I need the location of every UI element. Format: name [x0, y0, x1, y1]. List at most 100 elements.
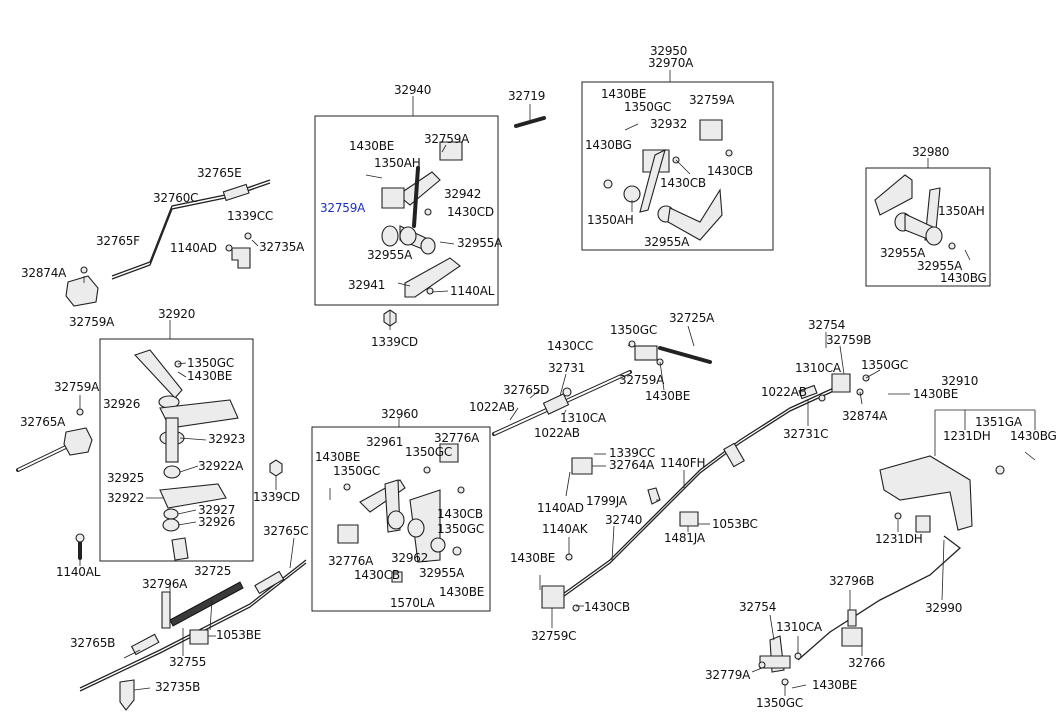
lower-fitting-assembly [758, 609, 863, 689]
label-32942: 32942 [444, 187, 482, 201]
label-32925: 32925 [107, 471, 145, 485]
label-32779A: 32779A [705, 668, 751, 682]
label-32955A-d: 32955A [880, 246, 926, 260]
label-1022AB-a: 1022AB [469, 400, 515, 414]
label-32874A-b: 32874A [842, 409, 888, 423]
label-1430BE-i: 1430BE [812, 678, 858, 692]
label-32796B: 32796B [829, 574, 875, 588]
label-32955A-b: 32955A [367, 248, 413, 262]
label-1430BE-e: 1430BE [439, 585, 485, 599]
label-1430BG-a: 1430BG [585, 138, 632, 152]
label-1430BE-f: 1430BE [645, 389, 691, 403]
fitting-32759B [798, 373, 870, 402]
label-32765A: 32765A [20, 415, 66, 429]
label-32955A-f: 32955A [419, 566, 465, 580]
label-1231DH-b: 1231DH [875, 532, 923, 546]
label-1310CA-b: 1310CA [795, 361, 841, 375]
bracket-32735A [225, 232, 252, 269]
label-32731-a: 32731 [548, 361, 586, 375]
label-1350AH-c: 1350AH [938, 204, 985, 218]
label-32955A-c: 32955A [644, 235, 690, 249]
bracket-32910 [879, 409, 1036, 531]
label-32725A: 32725A [669, 311, 715, 325]
lever-assembly-32980 [874, 174, 971, 261]
label-32927: 32927 [198, 503, 236, 517]
label-32962: 32962 [391, 551, 429, 565]
label-32766: 32766 [848, 656, 886, 670]
label-32970A: 32970A [648, 56, 694, 70]
label-1350GC-a: 1350GC [624, 100, 672, 114]
label-1481JA: 1481JA [664, 531, 705, 545]
label-1350AH-b: 1350AH [587, 213, 634, 227]
label-32920: 32920 [158, 307, 196, 321]
label-1350GC-b: 1350GC [187, 356, 235, 370]
label-1430BE-c: 1430BE [187, 369, 233, 383]
label-32980: 32980 [912, 145, 950, 159]
label-1022AB-b: 1022AB [534, 426, 580, 440]
label-1140AL-a: 1140AL [450, 284, 495, 298]
label-32759A-c: 32759A [689, 93, 735, 107]
group-box-32940 [314, 96, 499, 306]
label-32755: 32755 [169, 655, 207, 669]
bracket-32796A [161, 591, 171, 629]
label-32740: 32740 [605, 513, 643, 527]
lever-assembly-32950 [603, 119, 733, 241]
label-32874A-a: 32874A [21, 266, 67, 280]
cable-32990 [797, 515, 962, 661]
label-1430BG-b: 1430BG [940, 271, 987, 285]
label-32731C: 32731C [783, 427, 829, 441]
nut-1339CD-b [269, 459, 283, 477]
label-32776A-a: 32776A [434, 431, 480, 445]
label-32754-b: 32754 [739, 600, 777, 614]
label-1430BG-c: 1430BG [1010, 429, 1057, 443]
lever-assembly-32960 [329, 443, 465, 583]
label-1231DH-a: 1231DH [943, 429, 991, 443]
label-32765F: 32765F [96, 234, 140, 248]
label-32760C: 32760C [153, 191, 199, 205]
label-1430CB-d: 1430CB [354, 568, 400, 582]
label-32759C: 32759C [531, 629, 577, 643]
label-1430BE-a: 1430BE [349, 139, 395, 153]
label-1799JA: 1799JA [586, 494, 627, 508]
label-32759A-f: 32759A [619, 373, 665, 387]
label-32759B: 32759B [826, 333, 872, 347]
bracket-1053BE [189, 629, 209, 645]
label-1053BE: 1053BE [216, 628, 262, 642]
label-1351GA: 1351GA [975, 415, 1022, 429]
label-32759A-d: 32759A [69, 315, 115, 329]
label-32759A-e: 32759A [54, 380, 100, 394]
label-1430CB-a: 1430CB [707, 164, 753, 178]
label-32764A: 32764A [609, 458, 655, 472]
label-1430BE-h: 1430BE [510, 551, 556, 565]
label-1022AB-c: 1022AB [761, 385, 807, 399]
label-1310CA-c: 1310CA [776, 620, 822, 634]
label-32932: 32932 [650, 117, 688, 131]
label-1053BC: 1053BC [712, 517, 758, 531]
label-1430BE-b: 1430BE [601, 87, 647, 101]
label-1350GC-h: 1350GC [756, 696, 804, 710]
label-32955A-a: 32955A [457, 236, 503, 250]
label-32765C: 32765C [263, 524, 309, 538]
group-box-32980 [865, 158, 991, 287]
label-32940: 32940 [394, 83, 432, 97]
label-32990: 32990 [925, 601, 963, 615]
label-1350GC-d: 1350GC [333, 464, 381, 478]
label-32950: 32950 [650, 44, 688, 58]
label-32961: 32961 [366, 435, 404, 449]
label-32776A-b: 32776A [328, 554, 374, 568]
label-1350AH-a: 1350AH [374, 156, 421, 170]
group-box-32950 [581, 70, 774, 251]
label-1430CC: 1430CC [547, 339, 594, 353]
cable-32765C [79, 559, 307, 692]
bolt-1140AL-b [75, 533, 85, 560]
label-32754-a: 32754 [808, 318, 846, 332]
label-1140FH: 1140FH [660, 456, 706, 470]
label-32796A: 32796A [142, 577, 188, 591]
label-1350GC-c: 1350GC [405, 445, 453, 459]
label-1350GC-g: 1350GC [861, 358, 909, 372]
label-32759A-a: 32759A [424, 132, 470, 146]
label-1339CC-b: 1339CC [609, 446, 656, 460]
label-1430BE-d: 1430BE [315, 450, 361, 464]
label-1339CC-a: 1339CC [227, 209, 274, 223]
